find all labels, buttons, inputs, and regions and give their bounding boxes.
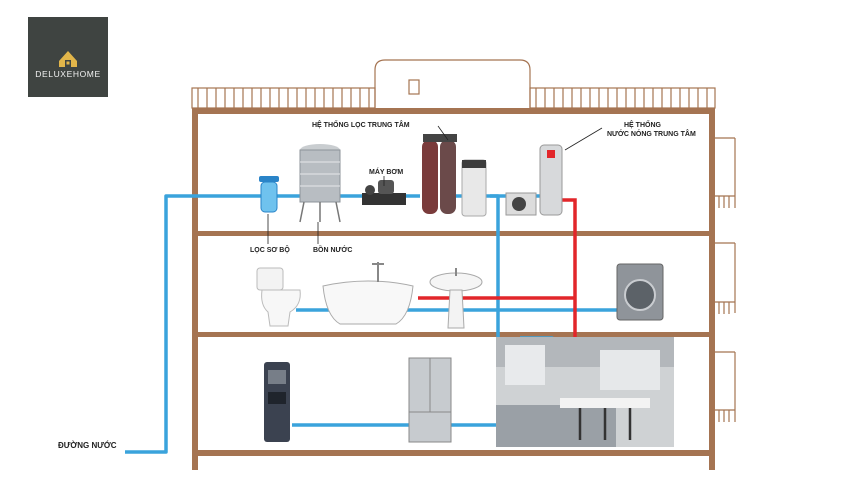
sink (429, 268, 483, 329)
bathtub (322, 262, 414, 325)
kitchen-scene (496, 337, 674, 447)
washing-machine (616, 263, 664, 321)
central-filter-label: HỆ THỐNG LỌC TRUNG TÂM (312, 122, 410, 129)
brand-name: DELUXEHOME (35, 69, 101, 79)
roof-railing (191, 59, 716, 109)
hot-water-label-line2: NƯỚC NÓNG TRUNG TÂM (607, 131, 696, 138)
brand-logo: DELUXEHOME (28, 17, 108, 97)
water-dispenser (264, 362, 290, 442)
hot-water-pipes (418, 198, 577, 392)
house-logo-icon (59, 51, 77, 67)
pre-filter (259, 176, 279, 213)
hot-water-system (505, 144, 563, 216)
side-balconies (715, 137, 736, 422)
refrigerator (408, 357, 452, 443)
water-line-label: ĐƯỜNG NƯỚC (58, 441, 117, 450)
toilet (256, 267, 301, 327)
central-filter (422, 134, 487, 217)
hot-water-label-line1: HỆ THỐNG (624, 122, 661, 129)
water-tank (299, 144, 341, 223)
pre-filter-label: LỌC SƠ BỘ (250, 247, 290, 254)
house-frame (192, 108, 715, 470)
water-pump (362, 180, 406, 205)
pump-label: MÁY BƠM (369, 169, 404, 176)
water-tank-label: BỒN NƯỚC (313, 247, 353, 254)
